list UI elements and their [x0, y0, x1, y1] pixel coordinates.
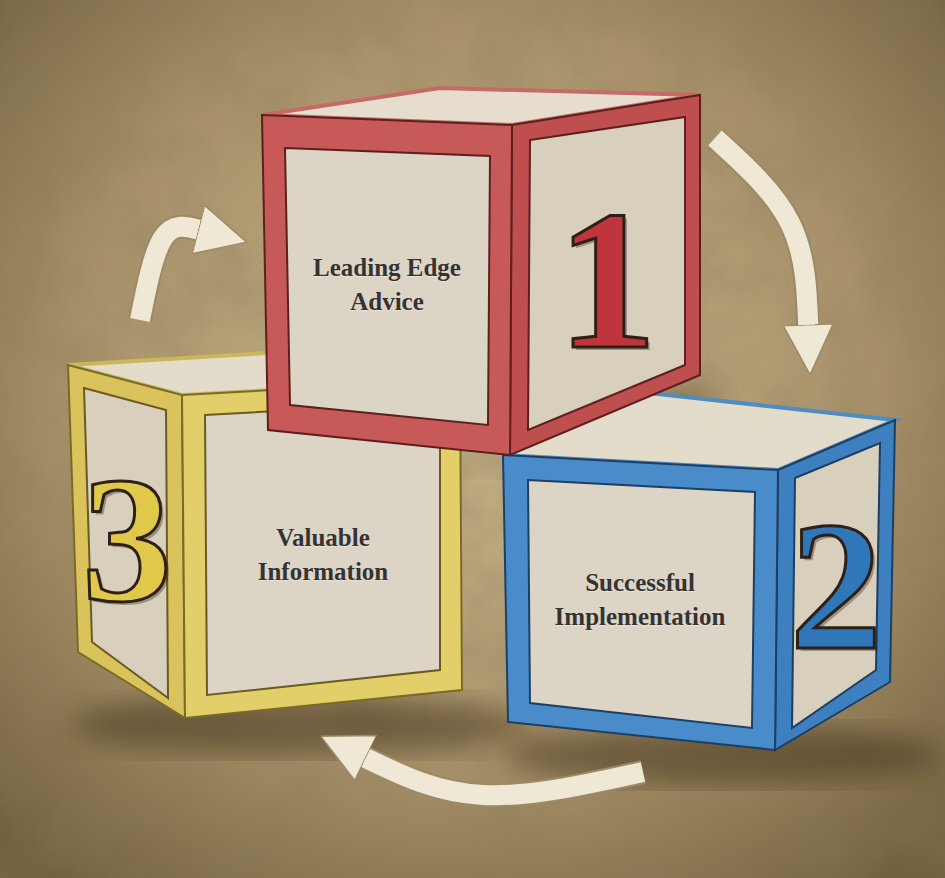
block-panel: [205, 402, 440, 695]
arrow-outline: [715, 138, 808, 325]
cycle-arrow: [366, 758, 643, 795]
block-label: Leading Edge Advice: [297, 251, 477, 319]
block-side: [510, 95, 700, 455]
arrow-body: [715, 138, 808, 325]
block: Valuable Information 3: [68, 348, 462, 718]
red-block: [262, 88, 700, 455]
cycle-arrow: [715, 138, 808, 325]
arrow-outline: [366, 758, 643, 795]
arrow-body: [140, 227, 198, 320]
block-label: Successful Implementation: [538, 566, 743, 634]
block-number: 3: [82, 450, 172, 630]
block: Leading Edge Advice 1: [262, 88, 700, 455]
blue-block: [503, 392, 895, 750]
block-front: [503, 455, 778, 750]
block-side: [775, 420, 895, 750]
block: Successful Implementation 2: [503, 392, 895, 750]
block-number: 2: [790, 493, 883, 678]
block-label: Valuable Information: [221, 521, 426, 589]
arrow-outline: [140, 227, 198, 320]
block-side: [68, 365, 185, 718]
block-panel: [528, 117, 685, 430]
block-panel: [285, 148, 490, 425]
block-number: 1: [557, 180, 657, 380]
block-front: [262, 115, 512, 455]
cycle-arrow: [140, 227, 198, 320]
arrow-body: [366, 758, 643, 795]
block-panel: [528, 480, 755, 728]
